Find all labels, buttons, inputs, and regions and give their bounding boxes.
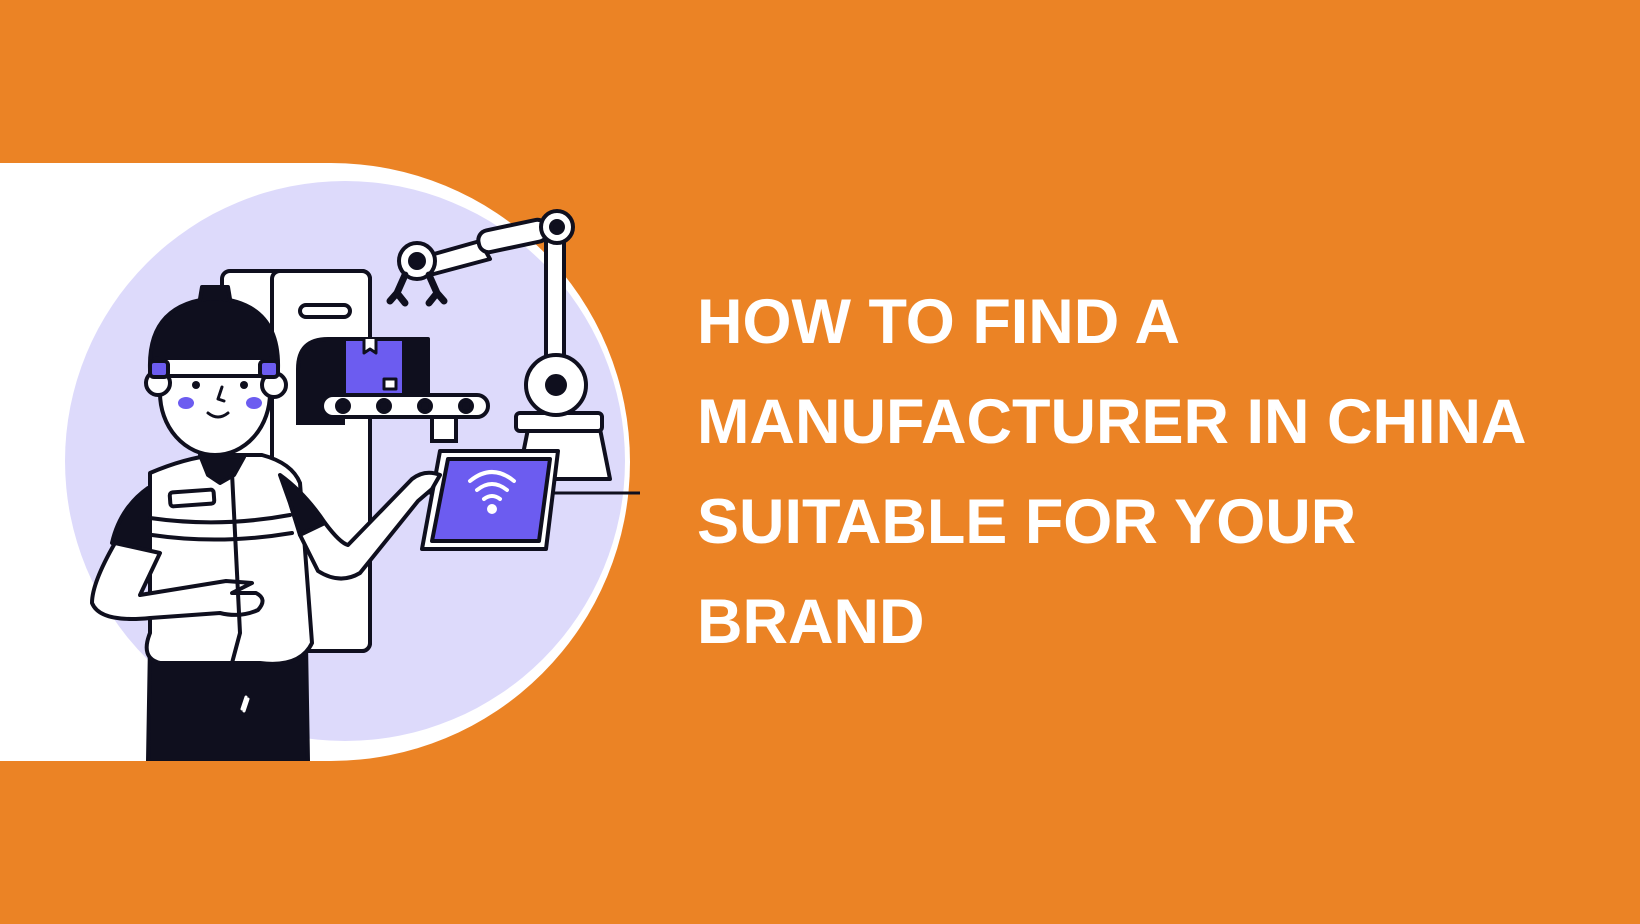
headline: HOW TO FIND A MANUFACTURER IN CHINA SUIT… [697, 272, 1597, 672]
package-box [342, 337, 430, 397]
tablet [420, 449, 560, 551]
wifi-icon [468, 470, 516, 514]
headline-line-1: HOW TO FIND A [697, 287, 1180, 357]
worker-figure [90, 285, 442, 761]
headline-line-3: SUITABLE FOR YOUR [697, 487, 1357, 557]
conveyor-belt [320, 393, 490, 419]
factory-worker-illustration [65, 181, 640, 761]
headline-line-4: BRAND [697, 587, 925, 657]
headline-line-2: MANUFACTURER IN CHINA [697, 387, 1527, 457]
